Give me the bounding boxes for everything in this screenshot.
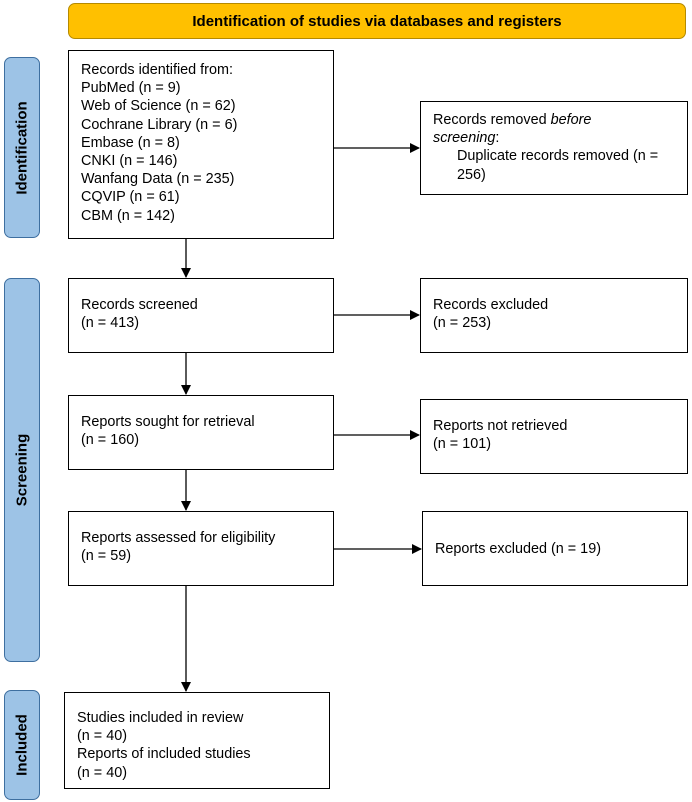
- reports-assessed-label: Reports assessed for eligibility: [81, 530, 276, 546]
- records-identified-box: Records identified from: PubMed (n = 9) …: [68, 50, 334, 239]
- reports-not-retrieved-count: (n = 101): [433, 436, 491, 453]
- source-cqvip: CQVIP (n = 61): [81, 189, 180, 206]
- records-removed-heading-emphasis: before: [550, 112, 592, 128]
- studies-included-box: Studies included in review (n = 40) Repo…: [64, 692, 330, 789]
- records-screened-count: (n = 413): [81, 315, 139, 332]
- studies-included-label: Studies included in review: [77, 710, 244, 726]
- records-excluded-count: (n = 253): [433, 315, 491, 332]
- records-screened-box: Records screened (n = 413): [68, 278, 334, 353]
- source-cbm: CBM (n = 142): [81, 207, 175, 224]
- source-web-of-science: Web of Science (n = 62): [81, 98, 236, 115]
- records-removed-heading: Records removed before: [433, 111, 677, 129]
- records-removed-subheading: screening:: [433, 129, 677, 147]
- records-excluded-box: Records excluded (n = 253): [420, 278, 688, 353]
- source-cnki: CNKI (n = 146): [81, 153, 178, 170]
- records-removed-colon: :: [495, 130, 500, 147]
- records-screened-label: Records screened: [81, 297, 198, 313]
- reports-assessed-box: Reports assessed for eligibility (n = 59…: [68, 511, 334, 586]
- source-pubmed: PubMed (n = 9): [81, 80, 181, 97]
- records-removed-heading-emphasis-2: screening: [433, 130, 496, 147]
- source-embase: Embase (n = 8): [81, 134, 180, 151]
- stage-included: Included: [4, 690, 40, 800]
- reports-excluded-label: Reports excluded (n = 19): [435, 541, 601, 557]
- reports-not-retrieved-box: Reports not retrieved (n = 101): [420, 399, 688, 474]
- duplicates-removed: Duplicate records removed (n = 256): [457, 148, 659, 183]
- records-removed-box: Records removed before screening: Duplic…: [420, 101, 688, 195]
- source-cochrane: Cochrane Library (n = 6): [81, 116, 238, 133]
- records-excluded-label: Records excluded: [433, 297, 549, 313]
- records-identified-heading: Records identified from:: [81, 62, 233, 78]
- reports-excluded-box: Reports excluded (n = 19): [422, 511, 688, 586]
- header-title: Identification of studies via databases …: [192, 12, 562, 30]
- records-removed-heading-text: Records removed: [433, 112, 551, 128]
- studies-included-count: (n = 40): [77, 728, 127, 745]
- stage-screening: Screening: [4, 278, 40, 662]
- reports-included-count: (n = 40): [77, 764, 127, 781]
- reports-sought-count: (n = 160): [81, 432, 139, 449]
- reports-assessed-count: (n = 59): [81, 548, 131, 565]
- source-wanfang: Wanfang Data (n = 235): [81, 171, 235, 188]
- stage-identification: Identification: [4, 57, 40, 238]
- reports-included-label: Reports of included studies: [77, 746, 251, 763]
- reports-sought-label: Reports sought for retrieval: [81, 414, 255, 430]
- reports-not-retrieved-label: Reports not retrieved: [433, 418, 568, 434]
- reports-sought-box: Reports sought for retrieval (n = 160): [68, 395, 334, 470]
- header-banner: Identification of studies via databases …: [68, 3, 686, 39]
